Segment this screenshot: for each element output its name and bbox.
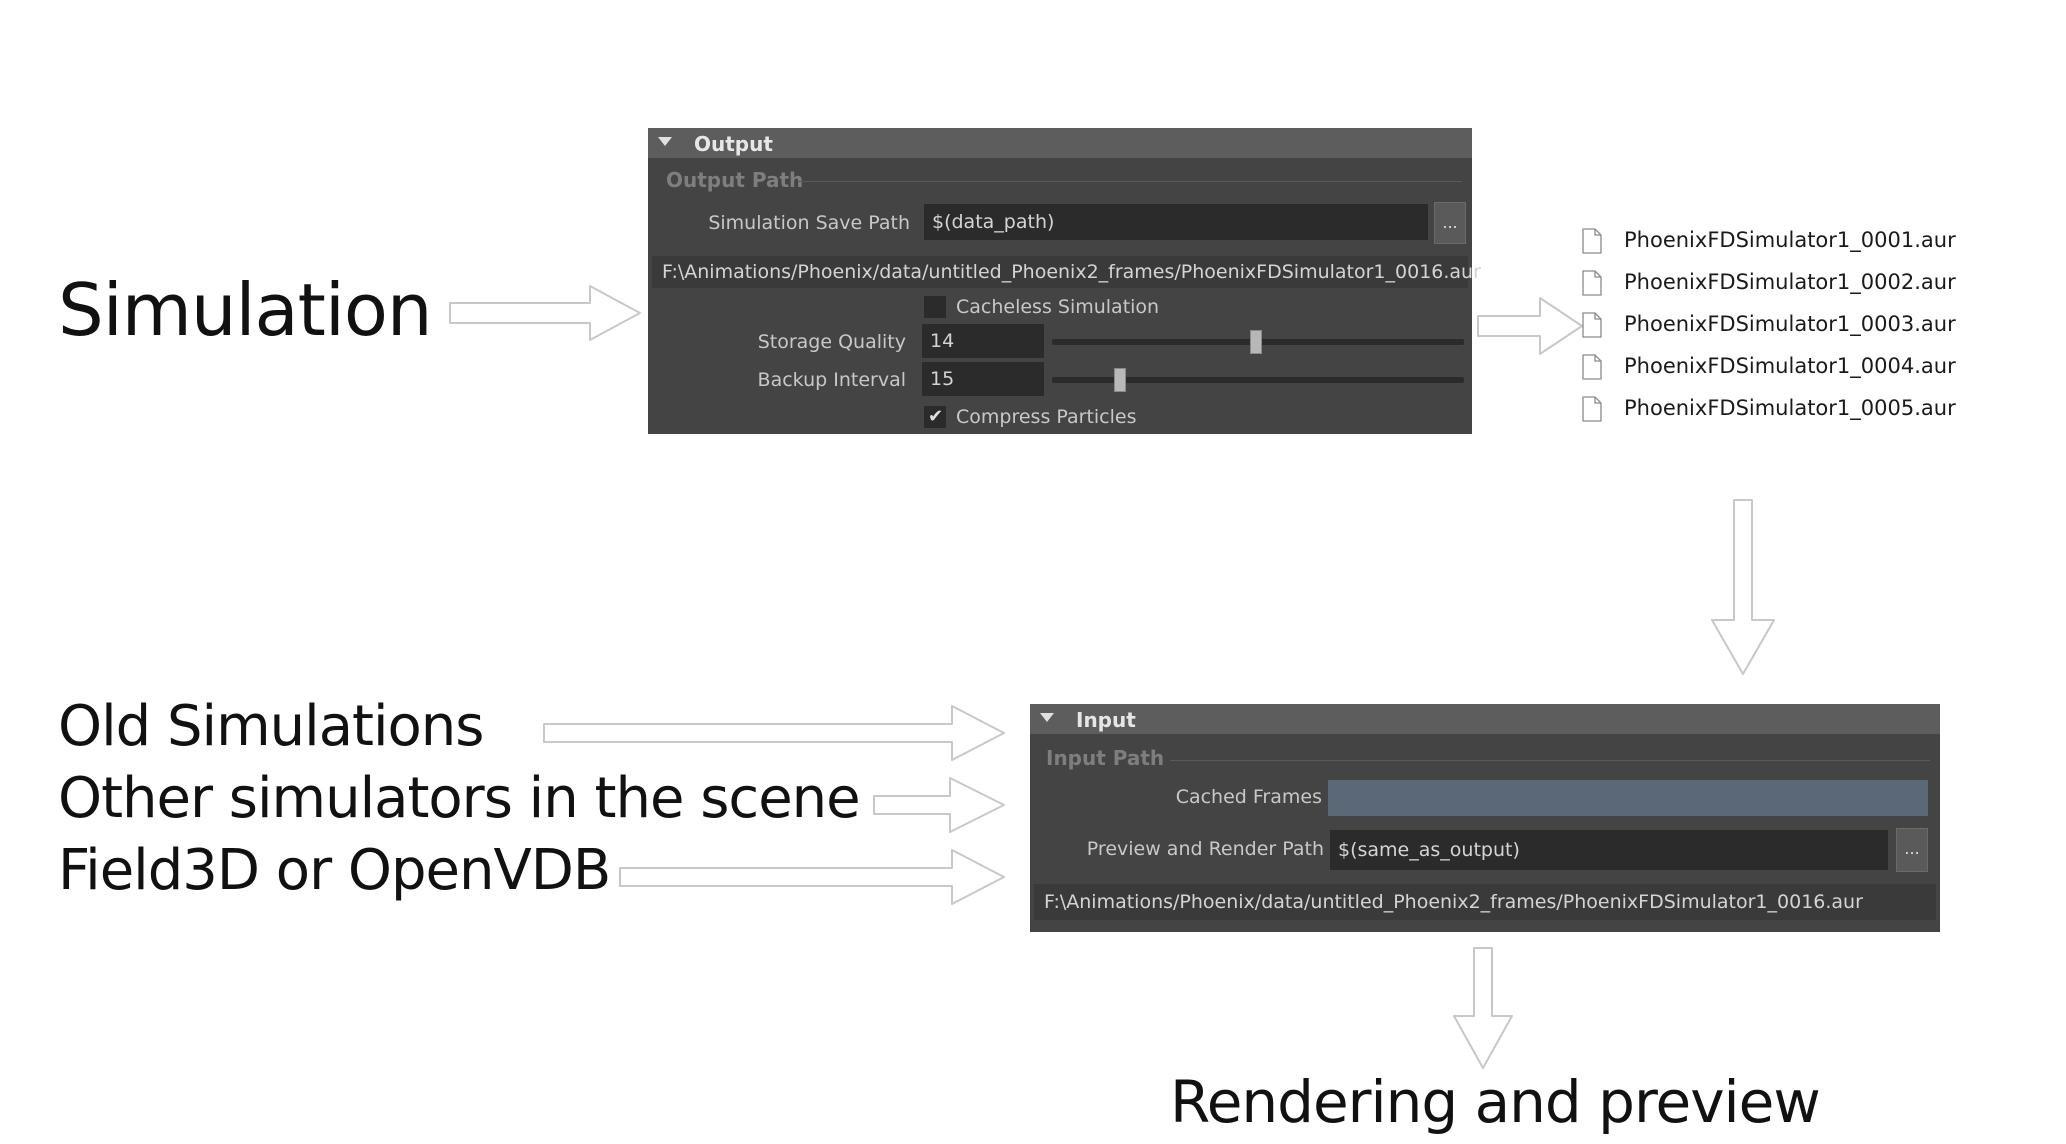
- preview-render-path-input[interactable]: $(same_as_output): [1330, 830, 1888, 870]
- backup-interval-slider[interactable]: [1052, 377, 1464, 383]
- file-icon: [1582, 354, 1602, 380]
- input-panel: Input Input Path Cached Frames Preview a…: [1030, 704, 1940, 932]
- checkmark-icon: ✔: [928, 406, 944, 427]
- output-panel-title: Output: [694, 132, 773, 156]
- section-divider: [798, 181, 1462, 182]
- old-simulations-label: Old Simulations: [58, 694, 484, 759]
- rendering-preview-label: Rendering and preview: [1170, 1068, 1821, 1136]
- compress-particles-checkbox[interactable]: ✔: [924, 406, 946, 428]
- backup-interval-input[interactable]: 15: [922, 362, 1044, 396]
- file-name: PhoenixFDSimulator1_0005.aur: [1624, 396, 1956, 420]
- arrow-field-to-input: [619, 849, 1005, 905]
- cached-frames-input[interactable]: [1328, 780, 1928, 816]
- file-name: PhoenixFDSimulator1_0001.aur: [1624, 228, 1956, 252]
- file-icon: [1582, 312, 1602, 338]
- arrow-old-to-input: [543, 705, 1005, 761]
- simulation-label: Simulation: [58, 268, 433, 352]
- cacheless-simulation-checkbox[interactable]: [924, 296, 946, 318]
- cached-frames-label: Cached Frames: [1175, 786, 1322, 808]
- preview-render-path-label: Preview and Render Path: [1086, 838, 1324, 860]
- output-panel: Output Output Path Simulation Save Path …: [648, 128, 1481, 434]
- render-path-browse-button[interactable]: ...: [1896, 828, 1928, 872]
- simulation-save-path-input[interactable]: $(data_path): [924, 204, 1428, 240]
- input-panel-header[interactable]: Input: [1030, 704, 1940, 734]
- storage-quality-slider-handle[interactable]: [1250, 330, 1262, 354]
- collapse-triangle-icon[interactable]: [1040, 713, 1054, 722]
- file-icon: [1582, 270, 1602, 296]
- field3d-openvdb-label: Field3D or OpenVDB: [58, 838, 611, 903]
- simulation-save-path-label: Simulation Save Path: [708, 212, 910, 234]
- output-resolved-path: F:\Animations/Phoenix/data/untitled_Phoe…: [652, 256, 1481, 288]
- file-name: PhoenixFDSimulator1_0003.aur: [1624, 312, 1956, 336]
- arrow-files-to-input: [1711, 499, 1775, 675]
- save-path-browse-button[interactable]: ...: [1434, 202, 1466, 244]
- input-resolved-path: F:\Animations/Phoenix/data/untitled_Phoe…: [1034, 884, 1936, 920]
- arrow-output-to-files: [1477, 297, 1583, 355]
- arrow-simulation-to-output: [449, 285, 641, 341]
- storage-quality-input[interactable]: 14: [922, 324, 1044, 358]
- cacheless-simulation-label: Cacheless Simulation: [956, 296, 1160, 318]
- arrow-other-to-input: [873, 777, 1005, 833]
- output-path-section-label: Output Path: [666, 168, 804, 192]
- output-panel-header[interactable]: Output: [648, 128, 1472, 158]
- collapse-triangle-icon[interactable]: [658, 137, 672, 146]
- file-name: PhoenixFDSimulator1_0002.aur: [1624, 270, 1956, 294]
- compress-particles-label: Compress Particles: [956, 406, 1137, 428]
- input-panel-title: Input: [1076, 708, 1136, 732]
- file-icon: [1582, 396, 1602, 422]
- input-path-section-label: Input Path: [1046, 746, 1165, 770]
- other-simulators-label: Other simulators in the scene: [58, 766, 861, 831]
- backup-interval-slider-handle[interactable]: [1114, 368, 1126, 392]
- backup-interval-label: Backup Interval: [757, 369, 906, 391]
- storage-quality-label: Storage Quality: [757, 331, 906, 353]
- section-divider: [1170, 760, 1930, 761]
- file-name: PhoenixFDSimulator1_0004.aur: [1624, 354, 1956, 378]
- file-icon: [1582, 228, 1602, 254]
- arrow-input-to-render: [1453, 947, 1513, 1069]
